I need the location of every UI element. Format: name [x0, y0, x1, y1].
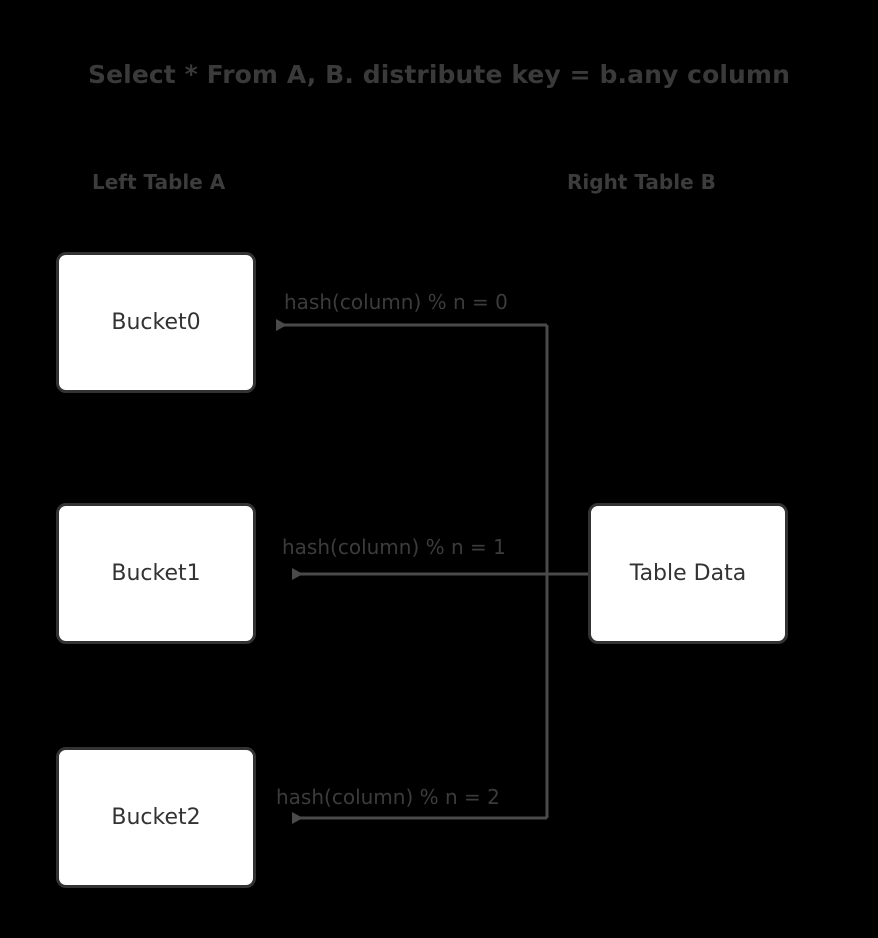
- node-bucket0[interactable]: Bucket0: [56, 252, 256, 393]
- edge-label-bucket1: hash(column) % n = 1: [282, 535, 506, 559]
- edge-label-bucket0: hash(column) % n = 0: [284, 290, 508, 314]
- node-bucket1-label: Bucket1: [111, 561, 201, 586]
- node-bucket2[interactable]: Bucket2: [56, 747, 256, 888]
- node-bucket1[interactable]: Bucket1: [56, 503, 256, 644]
- column-header-left-table-a: Left Table A: [92, 170, 226, 194]
- node-table-data[interactable]: Table Data: [588, 503, 788, 644]
- node-bucket0-label: Bucket0: [111, 310, 201, 335]
- node-bucket2-label: Bucket2: [111, 805, 201, 830]
- page-title: Select * From A, B. distribute key = b.a…: [88, 60, 790, 89]
- column-header-right-table-b: Right Table B: [567, 170, 716, 194]
- node-table-data-label: Table Data: [629, 561, 747, 586]
- edge-label-bucket2: hash(column) % n = 2: [276, 785, 500, 809]
